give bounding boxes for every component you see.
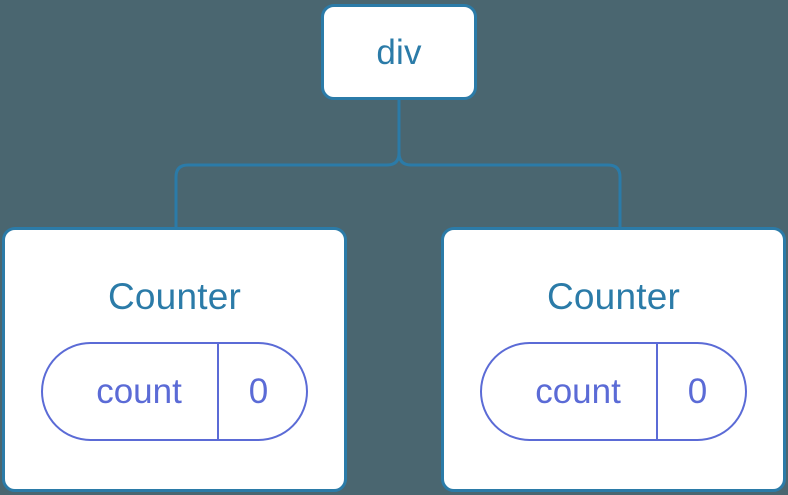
state-pill-counter-right[interactable]: count 0 (480, 342, 747, 441)
node-counter-left-label: Counter (107, 276, 242, 317)
state-value-label: 0 (687, 372, 708, 411)
node-div-label: div (376, 32, 422, 72)
state-key-label: count (43, 344, 219, 439)
state-key-label: count (482, 344, 658, 439)
node-counter-right-label: Counter (546, 276, 681, 317)
node-div[interactable]: div (321, 4, 477, 100)
node-counter-left[interactable]: Counter count 0 (2, 227, 347, 492)
state-pill-counter-left[interactable]: count 0 (41, 342, 308, 441)
node-counter-right[interactable]: Counter count 0 (441, 227, 786, 492)
state-value-label: 0 (248, 372, 269, 411)
connector-root-to-counter-right (397, 98, 622, 231)
connector-root-to-counter-left (174, 98, 401, 231)
